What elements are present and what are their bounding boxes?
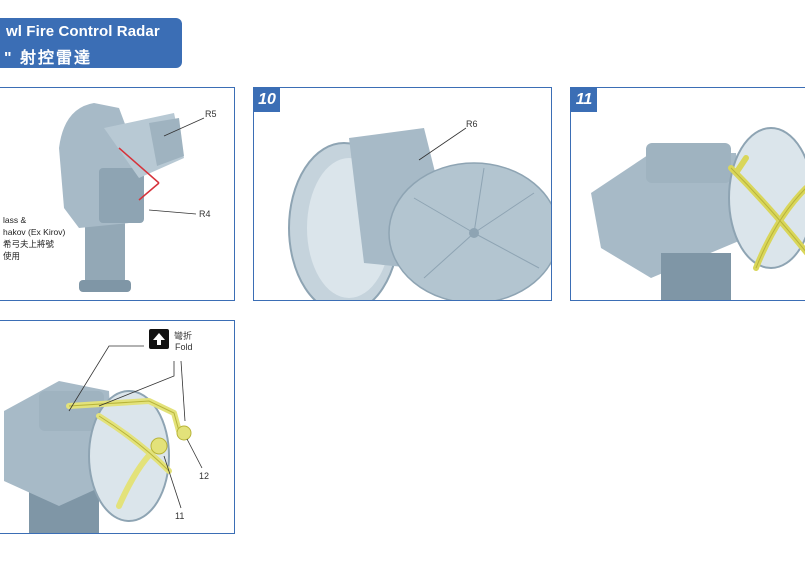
- title-banner: wl Fire Control Radar " 射控雷達: [0, 18, 182, 68]
- variant-note-line: 使用: [3, 251, 21, 261]
- part-label-r6: R6: [466, 119, 478, 129]
- step-12-panel: 彎折 Fold 12 11: [0, 320, 235, 534]
- step-9-panel: R5 R4 lass & hakov (Ex Kirov) 希弓夫上將號 使用: [0, 87, 235, 301]
- fold-arrow-icon: [149, 329, 169, 349]
- photoetch-fold-illustration: [4, 345, 203, 533]
- photoetch-dish-illustration: [591, 127, 805, 300]
- part-label-11: 11: [175, 511, 185, 521]
- variant-note-line: lass &: [3, 215, 27, 225]
- part-label-12: 12: [199, 471, 210, 481]
- fold-label-chinese: 彎折: [174, 331, 193, 341]
- variant-note: lass & hakov (Ex Kirov) 希弓夫上將號 使用: [3, 214, 65, 262]
- part-label-r5: R5: [205, 109, 217, 119]
- fold-label-english: Fold: [175, 342, 193, 352]
- radar-assembly-illustration: [59, 103, 205, 292]
- variant-note-line: 希弓夫上將號: [3, 239, 55, 249]
- dish-closeup-illustration: [288, 127, 551, 300]
- step-number-badge: 11: [571, 88, 597, 112]
- variant-note-line: hakov (Ex Kirov): [3, 227, 66, 237]
- title-english: wl Fire Control Radar: [6, 23, 160, 40]
- step-10-panel: 10 R6: [253, 87, 552, 301]
- part-label-r4: R4: [199, 209, 211, 219]
- step-11-panel: 11: [570, 87, 805, 301]
- title-chinese: " 射控雷達: [4, 50, 93, 67]
- step-number-badge: 10: [254, 88, 280, 112]
